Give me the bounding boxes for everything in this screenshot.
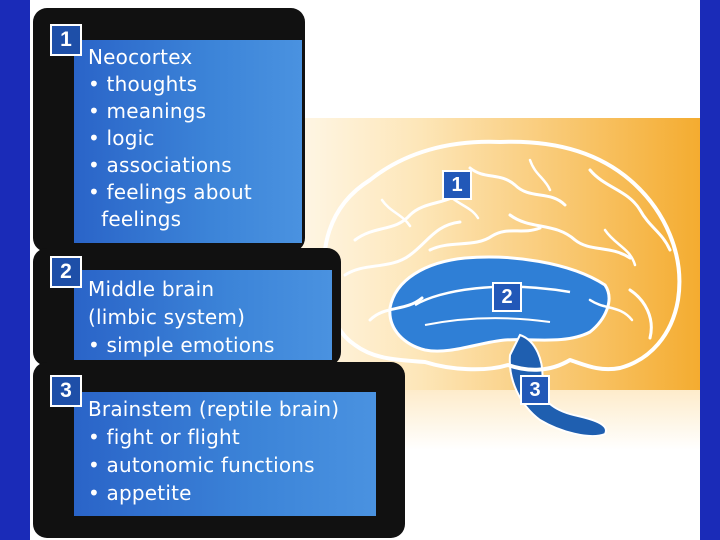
- neocortex-title: Neocortex: [88, 45, 193, 69]
- neocortex-item: • associations: [88, 153, 232, 177]
- middle-brain-item: • simple emotions: [88, 333, 275, 357]
- neocortex-item: • thoughts: [88, 72, 198, 96]
- neocortex-item: • feelings about: [88, 180, 252, 204]
- brainstem-box: Brainstem (reptile brain) • fight or fli…: [74, 392, 376, 516]
- brain-label-3: 3: [520, 375, 550, 405]
- middle-brain-subtitle: (limbic system): [88, 305, 246, 329]
- diagram-canvas: 1 2 3 Neocortex • thoughts • meanings • …: [30, 0, 700, 540]
- brainstem-number-badge: 3: [50, 375, 82, 407]
- brainstem-item: • appetite: [88, 481, 192, 505]
- brainstem-item: • autonomic functions: [88, 453, 315, 477]
- brainstem-title: Brainstem (reptile brain): [88, 397, 340, 421]
- brain-label-2: 2: [492, 282, 522, 312]
- neocortex-item: • logic: [88, 126, 155, 150]
- neocortex-number-badge: 1: [50, 24, 82, 56]
- neocortex-item-continued: feelings: [88, 207, 182, 231]
- neocortex-item: • meanings: [88, 99, 207, 123]
- middle-number-badge: 2: [50, 256, 82, 288]
- middle-brain-box: Middle brain (limbic system) • simple em…: [74, 270, 332, 360]
- neocortex-box: Neocortex • thoughts • meanings • logic …: [74, 40, 302, 243]
- brainstem-item: • fight or flight: [88, 425, 240, 449]
- middle-brain-title: Middle brain: [88, 277, 215, 301]
- brain-label-1: 1: [442, 170, 472, 200]
